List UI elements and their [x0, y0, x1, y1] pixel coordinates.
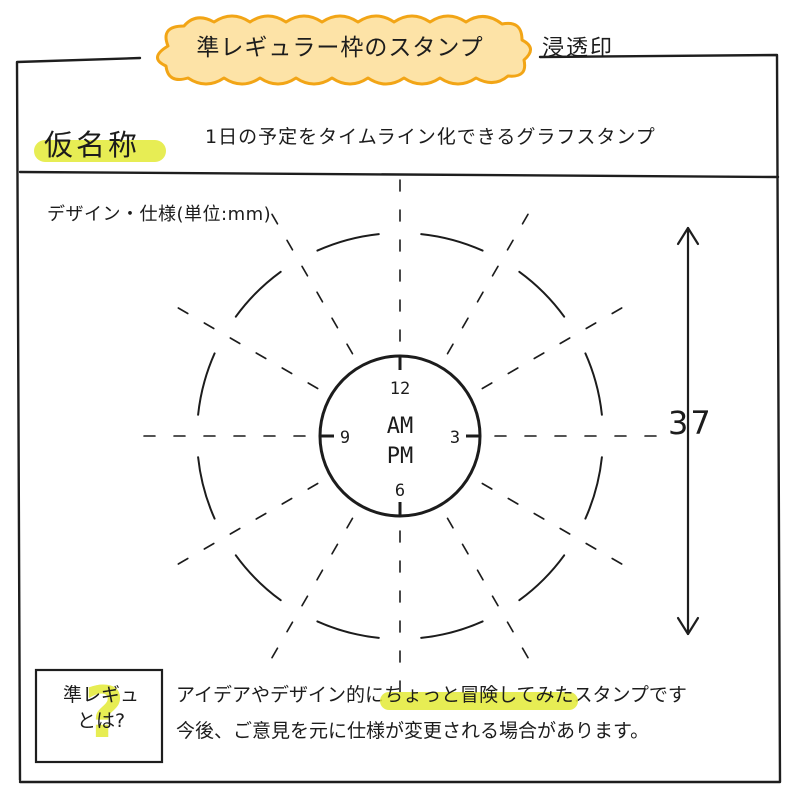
- timeline-tick: [255, 352, 267, 360]
- name-label: 仮名称: [44, 128, 141, 162]
- timeline-tick: [177, 307, 189, 315]
- timeline-tick: [271, 213, 279, 225]
- note-box-label: 準レギュ とは?: [40, 682, 162, 734]
- timeline-tick: [446, 517, 454, 529]
- stamp-dial-design: 12 3 6 9 AM PM: [143, 179, 657, 693]
- name-label-highlight: [34, 140, 166, 162]
- timeline-tick: [559, 527, 571, 535]
- outer-frame: [15, 53, 782, 784]
- outer-ring-segment: [197, 456, 216, 520]
- timeline-tick: [461, 317, 469, 329]
- timeline-tick: [255, 512, 267, 520]
- outer-ring-segment: [518, 554, 566, 602]
- timeline-tick: [346, 517, 354, 529]
- timeline-tick: [307, 482, 319, 490]
- timeline-tick: [481, 382, 493, 390]
- outer-ring-segment: [234, 554, 282, 602]
- note-box-label-line1: 準レギュ: [62, 684, 139, 706]
- note-box: [34, 668, 164, 764]
- timeline-tick: [286, 239, 294, 251]
- timeline-tick: [585, 542, 597, 550]
- timeline-tick: [521, 213, 529, 225]
- note-text-after: スタンプです: [573, 684, 687, 706]
- timeline-tick: [476, 291, 484, 303]
- timeline-tick: [229, 527, 241, 535]
- timeline-tick: [611, 557, 623, 565]
- timeline-tick: [611, 307, 623, 315]
- hour-label-3: 3: [450, 428, 460, 448]
- timeline-tick: [461, 543, 469, 555]
- timeline-tick: [533, 512, 545, 520]
- name-divider: [18, 170, 780, 179]
- outer-ring-segment: [197, 352, 216, 416]
- timeline-tick: [286, 621, 294, 633]
- note-text-before: アイデアやデザイン的に: [176, 684, 385, 706]
- timeline-tick: [281, 367, 293, 375]
- timeline-tick: [559, 337, 571, 345]
- timeline-tick: [507, 367, 519, 375]
- timeline-tick: [481, 482, 493, 490]
- timeline-tick: [506, 621, 514, 633]
- name-value: 1日の予定をタイムライン化できるグラフスタンプ: [205, 126, 656, 148]
- timeline-tick: [316, 569, 324, 581]
- note-text-highlight: ちょっと冒険してみた: [380, 684, 578, 710]
- outer-ring-segment: [420, 233, 484, 252]
- page-title: 準レギュラー枠のスタンプ: [196, 35, 484, 61]
- timeline-tick: [301, 595, 309, 607]
- timeline-tick: [203, 322, 215, 330]
- timeline-tick: [346, 343, 354, 355]
- outer-ring-segment: [316, 233, 380, 252]
- timeline-tick: [533, 352, 545, 360]
- note-box-label-line2: とは?: [76, 710, 126, 732]
- outer-ring-segment: [584, 456, 603, 520]
- title-cloud: [156, 14, 532, 86]
- question-mark-icon: ?: [84, 672, 125, 754]
- timeline-tick: [203, 542, 215, 550]
- hour-label-12: 12: [390, 379, 410, 399]
- title-area: 準レギュラー枠のスタンプ: [140, 14, 540, 76]
- timeline-tick: [271, 647, 279, 659]
- timeline-tick: [506, 239, 514, 251]
- timeline-tick: [521, 647, 529, 659]
- hour-label-6: 6: [395, 481, 405, 501]
- spec-label: デザイン・仕様(単位:mm): [47, 204, 272, 225]
- center-label: AM: [387, 414, 414, 439]
- timeline-tick: [301, 265, 309, 277]
- timeline-tick: [476, 569, 484, 581]
- outer-ring-segment: [316, 620, 380, 639]
- timeline-tick: [177, 557, 189, 565]
- outer-ring-segment: [584, 352, 603, 416]
- dimension-label: 37: [668, 404, 713, 442]
- timeline-tick: [331, 543, 339, 555]
- timeline-tick: [585, 322, 597, 330]
- note-line-1: アイデアやデザイン的にちょっと冒険してみたスタンプです: [176, 680, 687, 710]
- page-subtitle: 浸透印: [542, 36, 615, 61]
- dimension-arrow: [676, 226, 700, 636]
- timeline-tick: [229, 337, 241, 345]
- timeline-tick: [507, 497, 519, 505]
- outer-ring-segment: [420, 620, 484, 639]
- hour-label-9: 9: [340, 428, 350, 448]
- timeline-tick: [316, 291, 324, 303]
- timeline-tick: [446, 343, 454, 355]
- timeline-tick: [331, 317, 339, 329]
- note-highlight-text: ちょっと冒険してみた: [384, 684, 574, 706]
- timeline-tick: [307, 382, 319, 390]
- timeline-tick: [281, 497, 293, 505]
- timeline-tick: [491, 265, 499, 277]
- note-line-2: 今後、ご意見を元に仕様が変更される場合があります。: [176, 720, 650, 742]
- timeline-tick: [491, 595, 499, 607]
- center-label: PM: [387, 444, 414, 469]
- outer-ring-segment: [518, 270, 566, 318]
- outer-ring-segment: [234, 270, 282, 318]
